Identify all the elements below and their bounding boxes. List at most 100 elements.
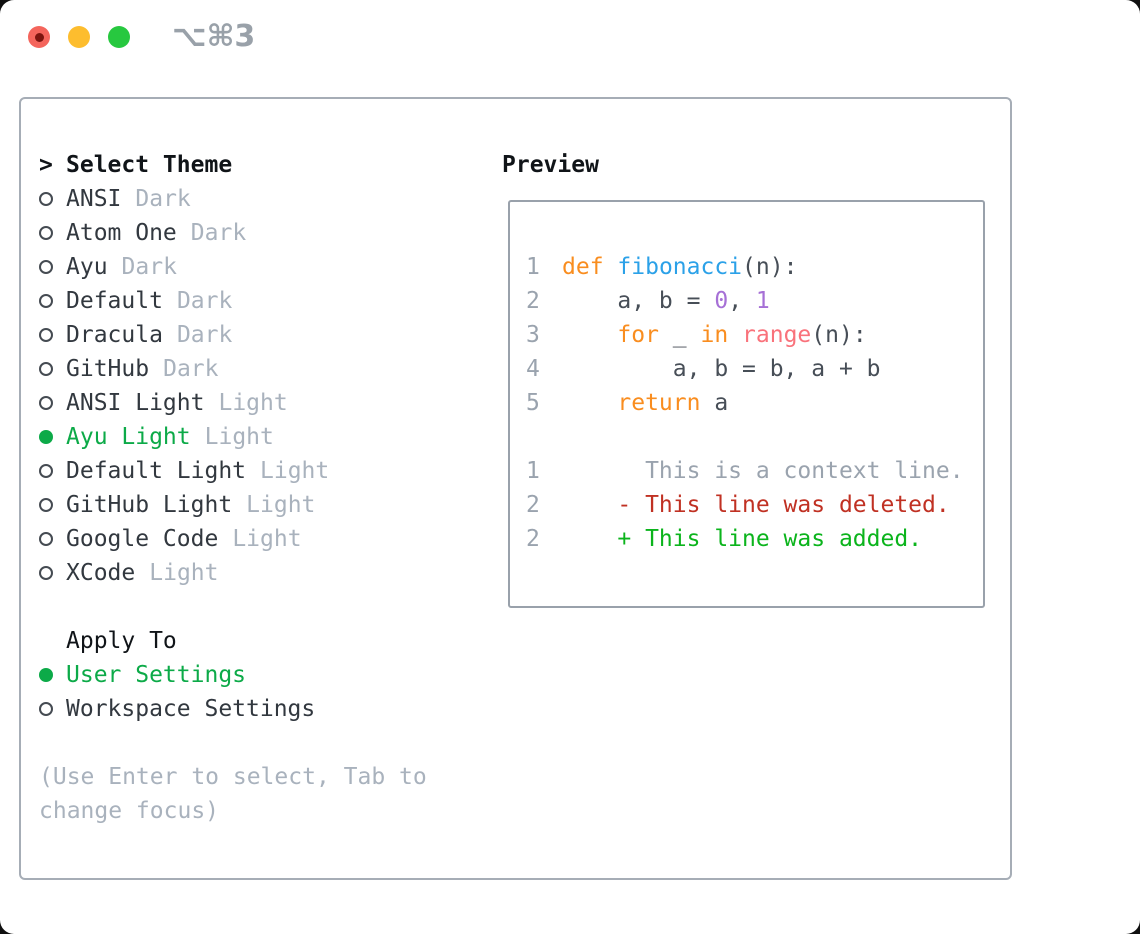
apply-to-list: User Settings Workspace Settings bbox=[39, 658, 427, 726]
theme-option-label: Default Light bbox=[66, 458, 247, 484]
theme-variant-label: Dark bbox=[163, 356, 219, 382]
radio-icon bbox=[39, 226, 53, 240]
main-panel: > Select Theme ANSI Dark Atom One Dark A… bbox=[19, 97, 1012, 880]
line-number: 2 bbox=[526, 526, 540, 552]
zoom-button[interactable] bbox=[108, 26, 130, 48]
radio-icon bbox=[39, 362, 53, 376]
theme-option-label: Google Code bbox=[66, 526, 219, 552]
code-line: 1 def fibonacci(n): bbox=[526, 250, 983, 284]
code-token: a, b = b, a + b bbox=[562, 356, 881, 382]
radio-icon bbox=[39, 566, 53, 580]
theme-option[interactable]: Google Code Light bbox=[39, 522, 427, 556]
radio-icon bbox=[39, 430, 53, 444]
code-line: 5 return a bbox=[526, 386, 983, 420]
code-token: a, b = bbox=[562, 288, 715, 314]
theme-list: ANSI Dark Atom One Dark Ayu Dark Default… bbox=[39, 182, 427, 590]
theme-picker-header: > Select Theme bbox=[39, 148, 427, 182]
theme-option[interactable]: Ayu Dark bbox=[39, 250, 427, 284]
theme-option[interactable]: ANSI Dark bbox=[39, 182, 427, 216]
code-token: (n): bbox=[742, 254, 798, 280]
code-token: range bbox=[742, 322, 812, 348]
spacer bbox=[39, 726, 427, 760]
theme-option[interactable]: XCode Light bbox=[39, 556, 427, 590]
code-text: def fibonacci(n): bbox=[562, 254, 797, 280]
radio-icon bbox=[39, 702, 53, 716]
line-number: 2 bbox=[526, 492, 540, 518]
theme-variant-label: Dark bbox=[121, 254, 177, 280]
radio-icon bbox=[39, 192, 53, 206]
theme-variant-label: Light bbox=[218, 390, 288, 416]
code-token bbox=[562, 322, 617, 348]
radio-icon bbox=[39, 498, 53, 512]
code-token bbox=[604, 254, 618, 280]
diff-line-added: 2 + This line was added. bbox=[526, 522, 983, 556]
theme-option-label: ANSI bbox=[66, 186, 122, 212]
code-token: 0 bbox=[714, 288, 729, 314]
code-sample: 1 def fibonacci(n): 2 a, b = 0, 1 3 for … bbox=[526, 250, 983, 420]
code-token: for bbox=[617, 322, 659, 348]
code-text: This is a context line. bbox=[562, 458, 964, 484]
apply-option[interactable]: Workspace Settings bbox=[39, 692, 427, 726]
preview-title: Preview bbox=[502, 152, 599, 178]
theme-option[interactable]: Atom One Dark bbox=[39, 216, 427, 250]
line-number: 4 bbox=[526, 356, 540, 382]
line-number: 1 bbox=[526, 254, 540, 280]
code-token: _ bbox=[658, 322, 701, 348]
theme-option-label: Ayu bbox=[66, 254, 108, 280]
theme-option[interactable]: GitHub Dark bbox=[39, 352, 427, 386]
theme-option-label: GitHub Light bbox=[66, 492, 233, 518]
theme-variant-label: Dark bbox=[135, 186, 191, 212]
radio-icon bbox=[39, 668, 53, 682]
theme-option[interactable]: Dracula Dark bbox=[39, 318, 427, 352]
keyboard-shortcut-label: ⌥⌘3 bbox=[172, 19, 256, 54]
theme-option[interactable]: GitHub Light Light bbox=[39, 488, 427, 522]
radio-icon bbox=[39, 294, 53, 308]
theme-option[interactable]: ANSI Light Light bbox=[39, 386, 427, 420]
line-number: 2 bbox=[526, 288, 540, 314]
theme-option[interactable]: Ayu Light Light bbox=[39, 420, 427, 454]
theme-option-label: Dracula bbox=[66, 322, 163, 348]
code-line: 2 a, b = 0, 1 bbox=[526, 284, 983, 318]
titlebar: ⌥⌘3 bbox=[28, 19, 256, 54]
code-token: def bbox=[562, 254, 604, 280]
theme-option-label: Ayu Light bbox=[66, 424, 191, 450]
theme-option-label: Default bbox=[66, 288, 163, 314]
preview-pane: 1 def fibonacci(n): 2 a, b = 0, 1 3 for … bbox=[508, 200, 985, 608]
theme-option[interactable]: Default Dark bbox=[39, 284, 427, 318]
code-token: in bbox=[700, 322, 729, 348]
hint-line-1: (Use Enter to select, Tab to bbox=[39, 764, 427, 790]
minimize-button[interactable] bbox=[68, 26, 90, 48]
code-token: (n): bbox=[811, 322, 867, 348]
diff-line-deleted: 2 - This line was deleted. bbox=[526, 488, 983, 522]
code-token: 1 bbox=[755, 288, 770, 314]
apply-option-label: Workspace Settings bbox=[66, 696, 316, 722]
diff-sample: 1 This is a context line. 2 - This line … bbox=[526, 454, 983, 556]
code-token: return bbox=[617, 390, 701, 416]
radio-icon bbox=[39, 396, 53, 410]
apply-option[interactable]: User Settings bbox=[39, 658, 427, 692]
theme-variant-label: Light bbox=[232, 526, 302, 552]
code-text: a, b = b, a + b bbox=[562, 356, 881, 382]
code-text: + This line was added. bbox=[562, 526, 923, 552]
theme-option-label: XCode bbox=[66, 560, 136, 586]
theme-variant-label: Light bbox=[149, 560, 219, 586]
close-button[interactable] bbox=[28, 26, 50, 48]
diff-line-context: 1 This is a context line. bbox=[526, 454, 983, 488]
theme-variant-label: Light bbox=[204, 424, 274, 450]
hint-line-2: change focus) bbox=[39, 798, 220, 824]
radio-icon bbox=[39, 260, 53, 274]
theme-option-label: GitHub bbox=[66, 356, 150, 382]
code-token bbox=[728, 322, 742, 348]
line-number: 5 bbox=[526, 390, 540, 416]
code-token bbox=[562, 390, 617, 416]
theme-picker-title: Select Theme bbox=[66, 152, 233, 178]
code-text: a, b = 0, 1 bbox=[562, 288, 770, 314]
unsaved-dot-icon bbox=[34, 32, 44, 42]
theme-option[interactable]: Default Light Light bbox=[39, 454, 427, 488]
code-text: for _ in range(n): bbox=[562, 322, 867, 348]
theme-variant-label: Light bbox=[246, 492, 316, 518]
blank-line bbox=[526, 420, 983, 454]
radio-icon bbox=[39, 532, 53, 546]
spacer bbox=[39, 590, 427, 624]
